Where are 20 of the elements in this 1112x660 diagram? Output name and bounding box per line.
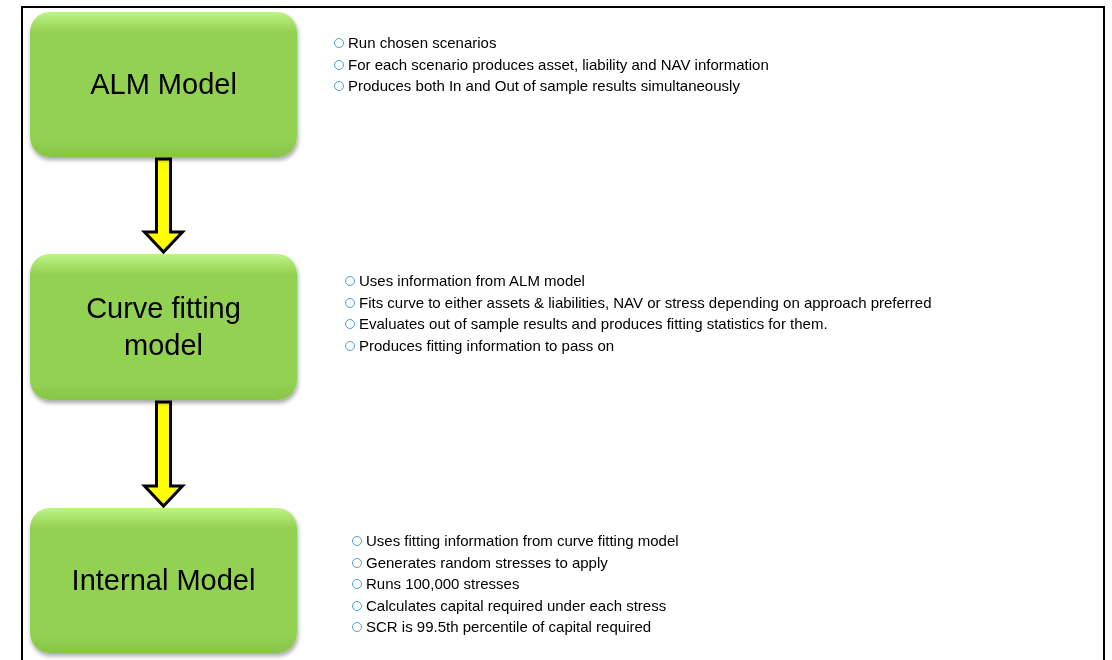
bullet-text: Generates random stresses to apply [366, 553, 608, 571]
process-box [30, 254, 297, 400]
box-title: Curve fitting model [85, 291, 242, 363]
bullet-text: For each scenario produces asset, liability and NAV information [348, 55, 769, 73]
bullet-text: Runs 100,000 stresses [366, 575, 520, 592]
bullet-text: Produces both In and Out of sample results simultaneously [348, 77, 740, 94]
process-box [30, 12, 297, 157]
bullet-text: Evaluates out of sample results and produces fitting statistics for them. [359, 315, 828, 332]
process-box [30, 508, 297, 653]
box-title: Internal Model [71, 563, 256, 598]
down-arrow [141, 400, 186, 509]
bullet-text: Uses fitting information from curve fitting model [366, 532, 679, 549]
bullet-text: Produces fitting information to pass on [359, 336, 615, 354]
bullet-text: SCR is 99.5th percentile of capital required [366, 618, 652, 635]
down-arrow [141, 157, 186, 255]
bullet-text: Calculates capital required under each stress [366, 596, 667, 614]
bullet-text: Uses information from ALM model [359, 272, 585, 289]
bullet-text: Fits curve to either assets & liabilities, NAV or stress depending on approach preferred [359, 293, 932, 311]
box-title: ALM Model [90, 67, 237, 102]
bullet-text: Run chosen scenarios [348, 34, 497, 51]
